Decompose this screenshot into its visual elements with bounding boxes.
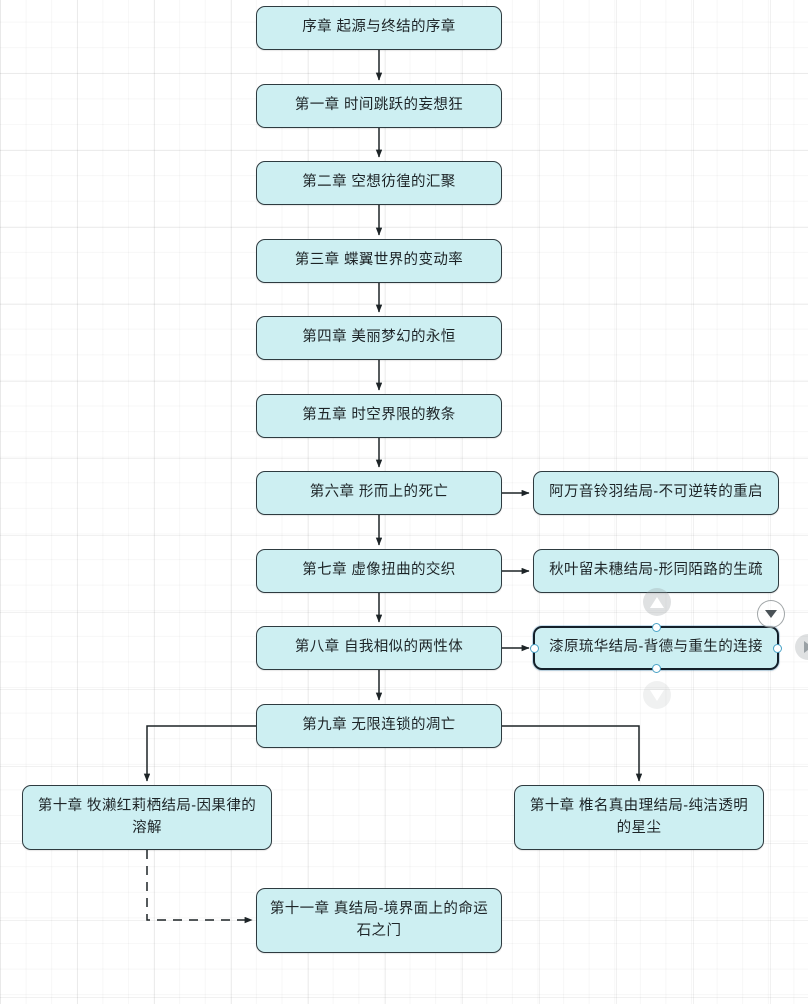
- node-ending-amane-suzuha[interactable]: 阿万音铃羽结局-不可逆转的重启: [533, 471, 779, 515]
- node-chapter-3[interactable]: 第三章 蝶翼世界的变动率: [256, 239, 502, 283]
- node-ending-makise-kurisu[interactable]: 第十章 牧濑红莉栖结局-因果律的溶解: [22, 785, 272, 850]
- pan-down-button[interactable]: [643, 681, 671, 709]
- node-label: 第四章 美丽梦幻的永恒: [302, 329, 456, 346]
- node-label: 第十章 椎名真由理结局-纯洁透明的星尘: [529, 797, 749, 836]
- triangle-up-icon: [650, 596, 664, 608]
- triangle-down-icon: [650, 689, 664, 701]
- connection-handle-left[interactable]: [530, 643, 539, 653]
- node-chapter-6[interactable]: 第六章 形而上的死亡: [256, 471, 502, 515]
- connection-handle-bottom[interactable]: [651, 664, 661, 673]
- node-chapter-9[interactable]: 第九章 无限连锁的凋亡: [256, 704, 502, 748]
- chevron-down-icon: [765, 610, 777, 618]
- node-label: 第九章 无限连锁的凋亡: [302, 717, 456, 734]
- node-ending-urushibara-ruka[interactable]: 漆原琉华结局-背德与重生的连接: [530, 623, 782, 673]
- node-chapter-5[interactable]: 第五章 时空界限的教条: [256, 394, 502, 438]
- node-chapter-7[interactable]: 第七章 虚像扭曲的交织: [256, 549, 502, 593]
- node-label: 第十章 牧濑红莉栖结局-因果律的溶解: [37, 797, 257, 836]
- connection-handle-top[interactable]: [651, 623, 661, 632]
- node-label: 第六章 形而上的死亡: [309, 484, 449, 501]
- expand-right-button[interactable]: [795, 634, 808, 660]
- node-chapter-2[interactable]: 第二章 空想彷徨的汇聚: [256, 161, 502, 205]
- node-true-ending[interactable]: 第十一章 真结局-境界面上的命运石之门: [256, 888, 502, 953]
- node-label: 漆原琉华结局-背德与重生的连接: [549, 639, 763, 656]
- node-chapter-1[interactable]: 第一章 时间跳跃的妄想狂: [256, 84, 502, 128]
- collapse-down-button[interactable]: [757, 600, 785, 628]
- chevron-right-icon: [804, 641, 808, 653]
- node-label: 第二章 空想彷徨的汇聚: [302, 174, 456, 191]
- node-label: 第十一章 真结局-境界面上的命运石之门: [269, 900, 489, 939]
- node-label: 序章 起源与终结的序章: [302, 19, 456, 36]
- node-label: 第八章 自我相似的两性体: [294, 639, 464, 656]
- node-chapter-8[interactable]: 第八章 自我相似的两性体: [256, 626, 502, 670]
- node-prologue[interactable]: 序章 起源与终结的序章: [256, 6, 502, 50]
- node-chapter-4[interactable]: 第四章 美丽梦幻的永恒: [256, 316, 502, 360]
- connection-handle-right[interactable]: [773, 643, 782, 653]
- node-label: 秋叶留未穗结局-形同陌路的生疏: [549, 562, 763, 579]
- node-label: 第一章 时间跳跃的妄想狂: [294, 97, 464, 114]
- node-ending-shiina-mayuri-akiha[interactable]: 秋叶留未穗结局-形同陌路的生疏: [533, 549, 779, 593]
- node-ending-shiina-mayuri[interactable]: 第十章 椎名真由理结局-纯洁透明的星尘: [514, 785, 764, 850]
- node-label: 第三章 蝶翼世界的变动率: [294, 252, 464, 269]
- node-label: 第五章 时空界限的教条: [302, 407, 456, 424]
- node-label: 第七章 虚像扭曲的交织: [302, 562, 456, 579]
- pan-up-button[interactable]: [643, 588, 671, 616]
- node-label: 阿万音铃羽结局-不可逆转的重启: [549, 484, 763, 501]
